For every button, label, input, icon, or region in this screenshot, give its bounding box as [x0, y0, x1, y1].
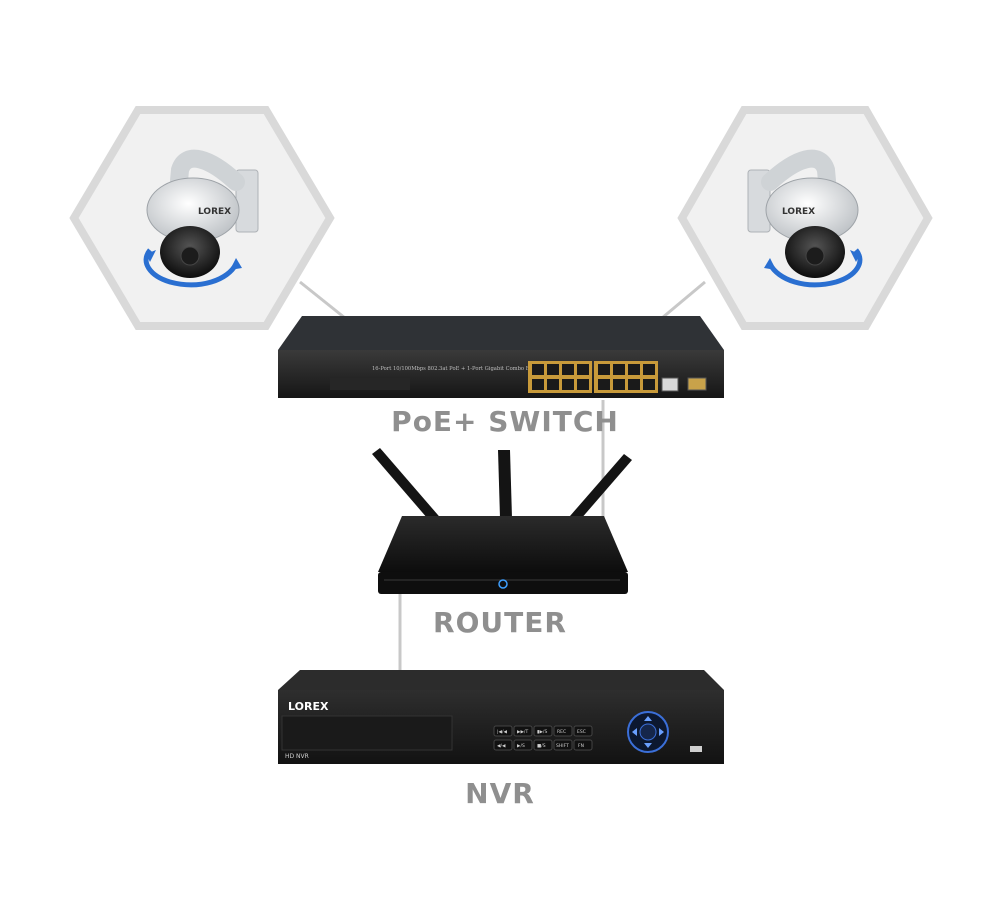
nvr-nav-dial — [627, 711, 669, 753]
switch-front-text: 16-Port 10/100Mbps 802.3at PoE + 1-Port … — [372, 366, 569, 372]
nvr-button-label: ◀/◀ — [497, 743, 506, 749]
nvr-button-label: FN — [578, 743, 584, 749]
chevron-up-icon — [644, 716, 652, 721]
nvr-button-label: ▶/S — [517, 743, 525, 749]
camera-brand-label: LOREX — [198, 207, 231, 217]
chevron-right-icon — [659, 728, 664, 736]
switch-sfp-port — [687, 377, 707, 391]
switch-leds — [330, 378, 410, 390]
label-router: ROUTER — [433, 606, 567, 639]
camera-brand-label: LOREX — [782, 207, 815, 217]
nvr-button-label: SHIFT — [556, 743, 569, 749]
nvr-button-label: ■/S — [537, 743, 546, 749]
nvr-brand-label: LOREX — [288, 700, 329, 713]
nvr-button-label: |◀/◀ — [497, 729, 507, 735]
rotation-arrow-icon — [767, 248, 863, 288]
chevron-left-icon — [632, 728, 637, 736]
nvr-button-panel: |◀/◀ ▶▶/T ▮▶/S REC ESC ◀/◀ ▶/S ■/S SHIFT… — [493, 725, 593, 751]
nvr-drive-bay — [281, 715, 453, 751]
switch-uplink-port — [661, 377, 679, 392]
cable-right-camera — [661, 280, 706, 320]
nvr-button-label: ▮▶/S — [537, 729, 547, 735]
nvr-button-label: ▶▶/T — [517, 729, 528, 735]
rotation-arrow-icon — [143, 248, 239, 288]
left-ptz-camera: LOREX — [143, 149, 259, 288]
label-poe-switch: PoE+ SWITCH — [391, 405, 619, 438]
nvr-button-label: ESC — [577, 729, 586, 735]
cable-left-camera — [299, 280, 346, 320]
chevron-down-icon — [644, 743, 652, 748]
right-ptz-camera: LOREX — [747, 149, 863, 288]
usb-port — [690, 746, 702, 752]
nvr-model-label: HD NVR — [285, 753, 309, 760]
label-nvr: NVR — [465, 777, 535, 810]
router-antennas — [372, 448, 632, 526]
poe-switch: 16-Port 10/100Mbps 802.3at PoE + 1-Port … — [278, 316, 724, 398]
cables — [299, 280, 706, 672]
camera-arm — [761, 149, 837, 201]
camera-arm — [169, 149, 245, 201]
power-icon — [498, 579, 508, 589]
nvr: LOREX HD NVR |◀/◀ ▶▶/T ▮▶/S REC ESC ◀/◀ … — [278, 670, 724, 764]
nvr-button-label: REC — [557, 729, 566, 735]
router — [372, 448, 632, 594]
